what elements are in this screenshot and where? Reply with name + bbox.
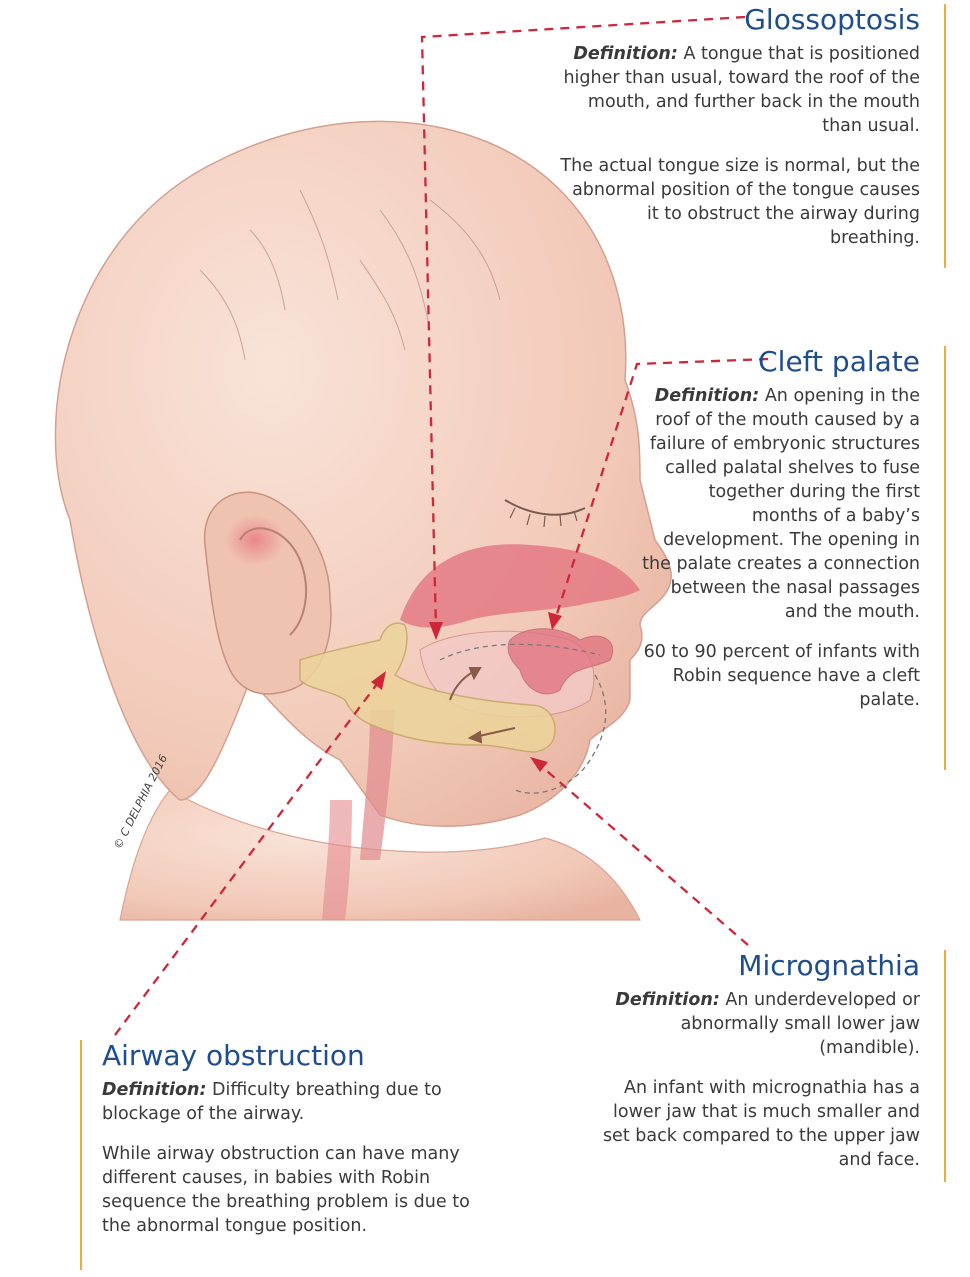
definition-label: Definition: (102, 1080, 206, 1100)
cleft-palate-panel: Cleft palate Definition: An opening in t… (640, 346, 946, 770)
glossoptosis-definition: Definition: A tongue that is positioned … (560, 42, 920, 138)
airway-obstruction-body: While airway obstruction can have many d… (102, 1142, 472, 1238)
definition-label: Definition: (615, 990, 719, 1010)
definition-label: Definition: (573, 44, 677, 64)
cleft-palate-body: 60 to 90 percent of infants with Robin s… (640, 640, 920, 712)
glossoptosis-body: The actual tongue size is normal, but th… (560, 154, 920, 250)
micrognathia-title: Micrognathia (600, 950, 920, 982)
micrognathia-panel: Micrognathia Definition: An underdevelop… (600, 950, 946, 1182)
airway-obstruction-panel: Airway obstruction Definition: Difficult… (80, 1040, 472, 1270)
ear-blush (225, 515, 285, 565)
definition-label: Definition: (655, 386, 759, 406)
micrognathia-body: An infant with micrognathia has a lower … (600, 1076, 920, 1172)
micrognathia-definition: Definition: An underdeveloped or abnorma… (600, 988, 920, 1060)
glossoptosis-title: Glossoptosis (560, 4, 920, 36)
cleft-palate-definition: Definition: An opening in the roof of th… (640, 384, 920, 624)
airway-obstruction-definition: Definition: Difficulty breathing due to … (102, 1078, 472, 1126)
cleft-palate-definition-text: An opening in the roof of the mouth caus… (642, 386, 920, 622)
airway-obstruction-title: Airway obstruction (102, 1040, 472, 1072)
glossoptosis-panel: Glossoptosis Definition: A tongue that i… (560, 4, 946, 268)
cleft-palate-title: Cleft palate (640, 346, 920, 378)
